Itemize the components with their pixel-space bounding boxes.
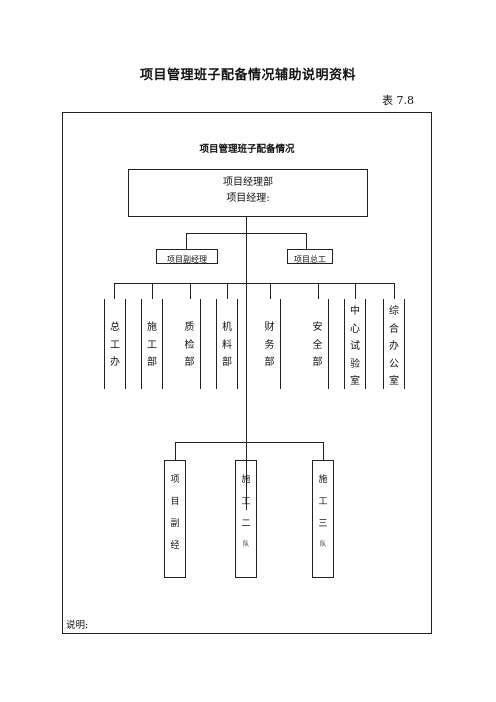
dept-safety: 安 全 部 xyxy=(307,299,329,389)
dept-char: 中 xyxy=(350,306,360,317)
dept-machinery-materials: 机 料 部 xyxy=(216,299,238,389)
dept-char: 部 xyxy=(264,357,275,368)
dept-char: 质 xyxy=(184,322,195,333)
note-label: 说明: xyxy=(66,620,89,631)
team-char: 三 xyxy=(318,519,328,529)
dept-char: 办 xyxy=(110,357,120,368)
department-bar xyxy=(114,283,394,284)
connector-line xyxy=(323,442,324,460)
chart-frame xyxy=(62,112,432,634)
team-char: 施 xyxy=(318,475,328,485)
team-char: 工 xyxy=(318,497,328,507)
dept-char: 财 xyxy=(264,322,275,333)
sub-box-chief-engineer: 项目总工 xyxy=(287,249,333,264)
dept-char: 工 xyxy=(110,339,120,351)
dept-char: 施 xyxy=(147,322,157,333)
dept-char: 检 xyxy=(184,339,195,351)
top-box-line1: 项目经理部 xyxy=(223,177,273,188)
dept-general-engineering-office: 总 工 办 xyxy=(104,299,126,389)
dept-char: 部 xyxy=(147,357,157,368)
dept-char: 务 xyxy=(264,339,275,351)
connector-line xyxy=(186,233,187,249)
dept-central-laboratory: 中 心 试 验 室 xyxy=(344,299,366,389)
dept-char: 安 xyxy=(312,322,323,333)
team-char: 二 xyxy=(241,519,251,529)
top-box-line2: 项目经理: xyxy=(226,193,270,204)
dept-char: 试 xyxy=(350,341,360,352)
connector-line xyxy=(270,283,271,299)
connector-line xyxy=(394,283,395,299)
connector-line xyxy=(114,283,115,299)
spine-line xyxy=(246,233,247,510)
project-manager-box: 项目经理部 项目经理: xyxy=(128,169,368,217)
connector-line xyxy=(227,283,228,299)
dept-char: 部 xyxy=(312,357,323,368)
team-char: 施 xyxy=(241,475,251,485)
team-box-third-crew: 施 工 三 队 xyxy=(312,460,334,578)
team-char: 队 xyxy=(242,541,249,548)
dept-char: 料 xyxy=(222,339,232,351)
team-char: 经 xyxy=(170,541,180,551)
dept-char: 综 xyxy=(389,306,399,317)
dept-char: 全 xyxy=(312,339,323,351)
team-char: 项 xyxy=(170,475,180,485)
dept-char: 机 xyxy=(222,322,232,333)
team-box-second-crew: 施 工 二 队 xyxy=(235,460,257,578)
dept-general-office: 综 合 办 公 室 xyxy=(383,299,405,389)
team-bar xyxy=(175,442,324,443)
team-char: 副 xyxy=(170,519,180,529)
connector-line xyxy=(190,283,191,299)
team-char: 队 xyxy=(319,541,326,548)
team-char: 工 xyxy=(241,497,251,507)
connector-line xyxy=(318,283,319,299)
connector-line xyxy=(175,442,176,460)
connector-line xyxy=(355,283,356,299)
team-char: 目 xyxy=(170,497,180,507)
dept-char: 公 xyxy=(389,358,399,370)
dept-char: 办 xyxy=(389,341,399,352)
connector-line xyxy=(152,283,153,299)
sub-box-deputy-manager: 项目副经理 xyxy=(156,249,218,264)
dept-finance: 财 务 部 xyxy=(259,299,281,389)
chart-title: 项目管理班子配备情况 xyxy=(199,144,295,155)
team-box-deputy: 项 目 副 经 xyxy=(164,460,186,578)
dept-char: 心 xyxy=(350,323,360,335)
dept-char: 部 xyxy=(184,357,195,368)
dept-char: 部 xyxy=(222,357,232,368)
dept-quality-inspection: 质 检 部 xyxy=(179,299,201,389)
dept-char: 室 xyxy=(389,376,399,387)
dept-char: 总 xyxy=(110,322,120,333)
document-title: 项目管理班子配备情况辅助说明资料 xyxy=(139,68,356,83)
dept-construction: 施 工 部 xyxy=(141,299,163,389)
dept-char: 工 xyxy=(147,339,157,351)
dept-char: 合 xyxy=(389,323,399,335)
dept-char: 验 xyxy=(350,358,360,370)
dept-char: 室 xyxy=(350,376,360,387)
connector-line xyxy=(306,233,307,249)
connector-line xyxy=(246,217,247,233)
table-number: 表 7.8 xyxy=(382,94,414,107)
